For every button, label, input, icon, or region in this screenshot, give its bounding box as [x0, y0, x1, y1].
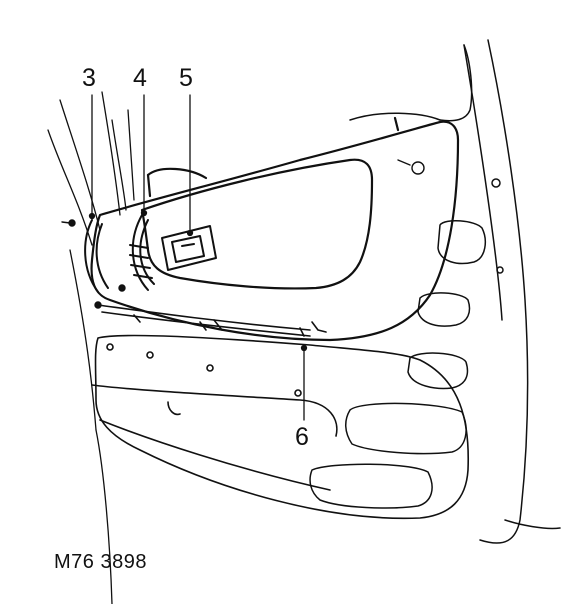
- callout-4: 4: [133, 64, 147, 92]
- clip-rail: [97, 304, 327, 337]
- upper-trim-panel: [90, 116, 460, 342]
- shell-cutouts: [309, 178, 504, 509]
- callout-3: 3: [82, 64, 96, 92]
- callout-6: 6: [295, 423, 309, 451]
- item-4-handle-surround: [129, 214, 155, 291]
- pillar-lines: [47, 91, 135, 604]
- lower-trim-panel: [91, 334, 470, 520]
- item-3-trim-strip: [84, 219, 109, 293]
- trim-fixings: [61, 159, 425, 309]
- leader-lines: [88, 94, 308, 421]
- callout-5: 5: [179, 64, 193, 92]
- door-shell: [349, 39, 561, 544]
- item-5-switch-pack: [161, 225, 217, 271]
- figure-reference: M76 3898: [54, 551, 147, 573]
